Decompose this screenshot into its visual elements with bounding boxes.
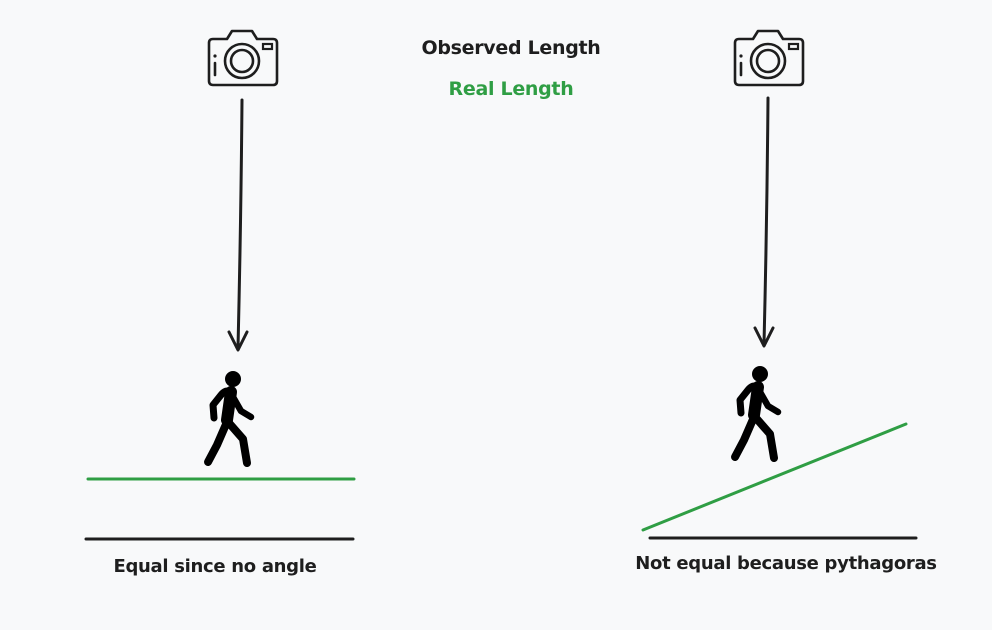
walking-person-icon	[735, 366, 778, 458]
panel-slope: Not equal because pythagoras	[635, 29, 937, 574]
down-arrow	[753, 96, 775, 348]
camera-icon	[207, 29, 279, 87]
caption-not-equal-because-pythagoras: Not equal because pythagoras	[635, 553, 936, 574]
real-length-line	[641, 422, 908, 532]
legend-observed-length: Observed Length	[421, 37, 600, 59]
legend-real-length: Real Length	[449, 78, 574, 100]
panel-flat: Equal since no angle	[84, 29, 356, 577]
down-arrow	[227, 98, 249, 352]
caption-equal-since-no-angle: Equal since no angle	[113, 556, 316, 577]
walking-person-icon	[208, 371, 251, 463]
camera-icon	[733, 29, 805, 87]
